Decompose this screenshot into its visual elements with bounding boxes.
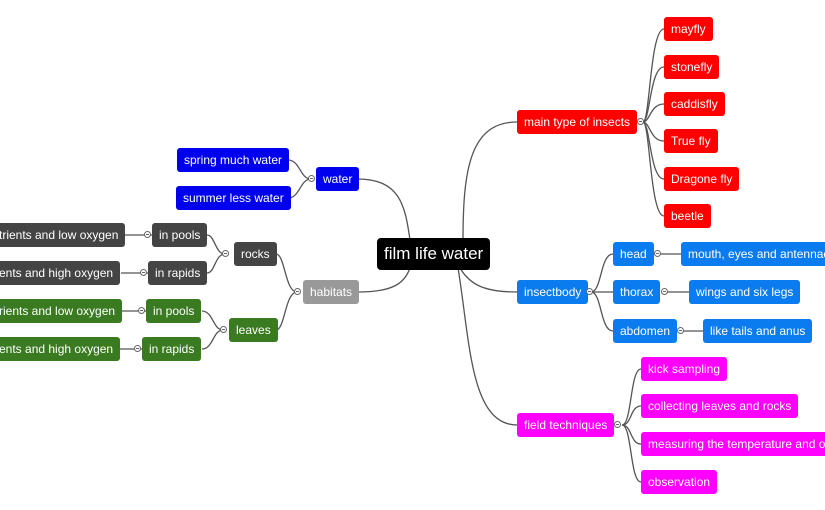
node-leaves[interactable]: leaves: [229, 318, 278, 342]
link-field-observation: [621, 424, 642, 483]
node-collecting-leaves-rocks[interactable]: collecting leaves and rocks: [641, 394, 799, 418]
collapse-toggle-rocks-pools-icon[interactable]: [144, 231, 151, 238]
collapse-toggle-insects-icon[interactable]: [637, 118, 644, 125]
node-mayfly[interactable]: mayfly: [664, 17, 713, 41]
node-rocks[interactable]: rocks: [234, 242, 277, 266]
link-root-insects: [462, 121, 518, 241]
collapse-toggle-habitats-icon[interactable]: [294, 288, 301, 295]
link-field-kick: [621, 368, 642, 426]
collapse-toggle-head-icon[interactable]: [654, 250, 661, 257]
link-rocks-rapids: [206, 253, 226, 274]
node-rocks-pools-nutrients[interactable]: trients and low oxygen: [0, 223, 126, 247]
collapse-toggle-leaves-icon[interactable]: [220, 326, 227, 333]
node-stonefly[interactable]: stonefly: [664, 55, 720, 79]
node-field-techniques[interactable]: field techniques: [517, 413, 615, 437]
link-body-abdomen: [590, 291, 614, 332]
link-insects-mayfly: [642, 28, 665, 123]
node-rocks-in-rapids[interactable]: in rapids: [148, 261, 208, 285]
link-root-insectbody: [459, 267, 518, 293]
node-head[interactable]: head: [613, 242, 654, 266]
node-wings-six-legs[interactable]: wings and six legs: [689, 280, 801, 304]
node-leaves-in-pools[interactable]: in pools: [146, 299, 202, 323]
collapse-toggle-leaves-pools-icon[interactable]: [138, 307, 145, 314]
node-rocks-rapids-nutrients[interactable]: ents and high oxygen: [0, 261, 121, 285]
collapse-toggle-rocks-rapids-icon[interactable]: [140, 269, 147, 276]
node-dragone-fly[interactable]: Dragone fly: [664, 167, 740, 191]
collapse-toggle-thorax-icon[interactable]: [661, 288, 668, 295]
link-water-summer: [287, 178, 312, 199]
node-leaves-in-rapids[interactable]: in rapids: [142, 337, 202, 361]
node-main-type-of-insects[interactable]: main type of insects: [517, 110, 638, 134]
collapse-toggle-rocks-icon[interactable]: [222, 250, 229, 257]
node-abdomen[interactable]: abdomen: [613, 319, 678, 343]
link-insects-caddisfly: [642, 103, 665, 123]
node-true-fly[interactable]: True fly: [664, 129, 718, 153]
node-habitats[interactable]: habitats: [303, 280, 360, 304]
link-root-water: [356, 178, 411, 241]
node-observation[interactable]: observation: [641, 470, 718, 494]
link-root-field: [457, 267, 518, 426]
node-leaves-pools-nutrients[interactable]: rients and low oxygen: [0, 299, 123, 323]
link-insects-stonefly: [642, 66, 665, 123]
link-leaves-rapids: [201, 329, 224, 350]
node-kick-sampling[interactable]: kick sampling: [641, 357, 728, 381]
collapse-toggle-field-icon[interactable]: [614, 421, 621, 428]
node-tails-anus[interactable]: like tails and anus: [703, 319, 813, 343]
node-measuring-temperature[interactable]: measuring the temperature and o: [641, 432, 825, 456]
link-insects-beetle: [642, 121, 665, 217]
collapse-toggle-abdomen-icon[interactable]: [677, 327, 684, 334]
node-thorax[interactable]: thorax: [613, 280, 661, 304]
node-insectbody[interactable]: insectbody: [517, 280, 589, 304]
node-caddisfly[interactable]: caddisfly: [664, 92, 725, 116]
collapse-toggle-water-icon[interactable]: [308, 175, 315, 182]
collapse-toggle-leaves-rapids-icon[interactable]: [134, 345, 141, 352]
node-mouth-eyes-antennae[interactable]: mouth, eyes and antennae: [681, 242, 825, 266]
node-water[interactable]: water: [316, 167, 360, 191]
node-leaves-rapids-nutrients[interactable]: ents and high oxygen: [0, 337, 121, 361]
node-spring-much-water[interactable]: spring much water: [177, 148, 290, 172]
link-habitats-rocks: [275, 253, 298, 293]
link-habitats-leaves: [275, 291, 298, 331]
collapse-toggle-insectbody-icon[interactable]: [586, 288, 593, 295]
link-root-habitats: [357, 267, 411, 293]
node-rocks-in-pools[interactable]: in pools: [152, 223, 208, 247]
link-field-collecting: [621, 405, 642, 426]
root-node[interactable]: film life water: [377, 238, 491, 270]
node-beetle[interactable]: beetle: [664, 204, 711, 228]
link-body-head: [590, 253, 614, 293]
node-summer-less-water[interactable]: summer less water: [176, 186, 291, 210]
